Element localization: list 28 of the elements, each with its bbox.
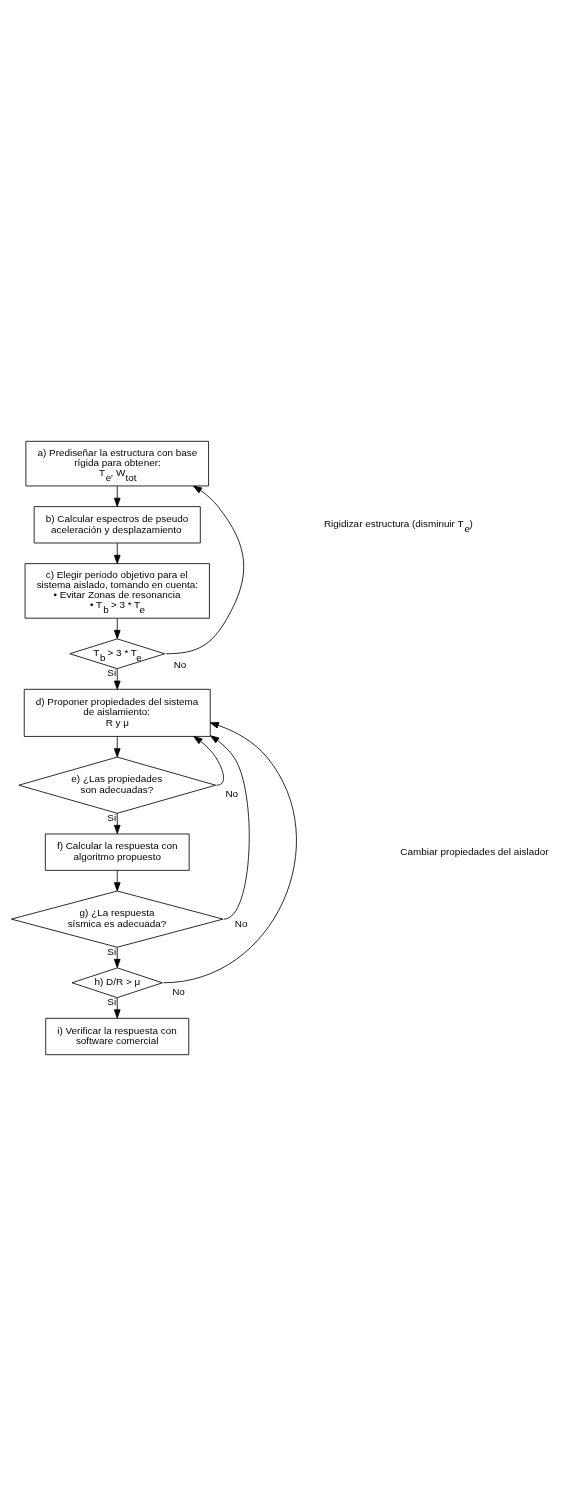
arrow: [113, 485, 121, 507]
arrow: [193, 736, 224, 786]
node-box: b) Calcular espectros de pseudo aceleración y desplazamiento: [33, 506, 201, 544]
label: Cambiar propiedades del aislador: [400, 845, 549, 857]
arrow: [113, 668, 121, 690]
node-diamond: g) ¿La respuesta sísmica es adecuada?: [11, 890, 224, 948]
arrow: [210, 735, 250, 920]
node-diamond: h) D/R > μ: [71, 967, 163, 999]
arrow: [113, 997, 121, 1019]
arrow: [113, 812, 121, 835]
node-box: f) Calcular la respuesta con algoritmo propuesto: [44, 833, 190, 871]
node-diamond: e) ¿Las propiedades son adecuadas?: [18, 756, 217, 814]
edge-label: No: [173, 658, 187, 670]
node-box: i) Verificar la respuesta con software comercial: [45, 1017, 190, 1056]
arrow: [113, 542, 121, 564]
edge-label: No: [234, 917, 248, 929]
arrow: [113, 736, 121, 758]
arrow: [113, 618, 121, 640]
arrow: [163, 722, 297, 984]
arrow: [165, 485, 245, 655]
edge-label: No: [225, 788, 239, 800]
arrow: [113, 870, 121, 892]
edge-label: Si: [107, 945, 117, 957]
edge-label: Si: [107, 811, 117, 823]
edge-label: Si: [107, 996, 117, 1008]
arrow: [113, 946, 121, 969]
edge-label: No: [172, 986, 185, 998]
node-box: d) Proponer propiedades del sistema de aislamiento: R y μ: [23, 688, 211, 737]
